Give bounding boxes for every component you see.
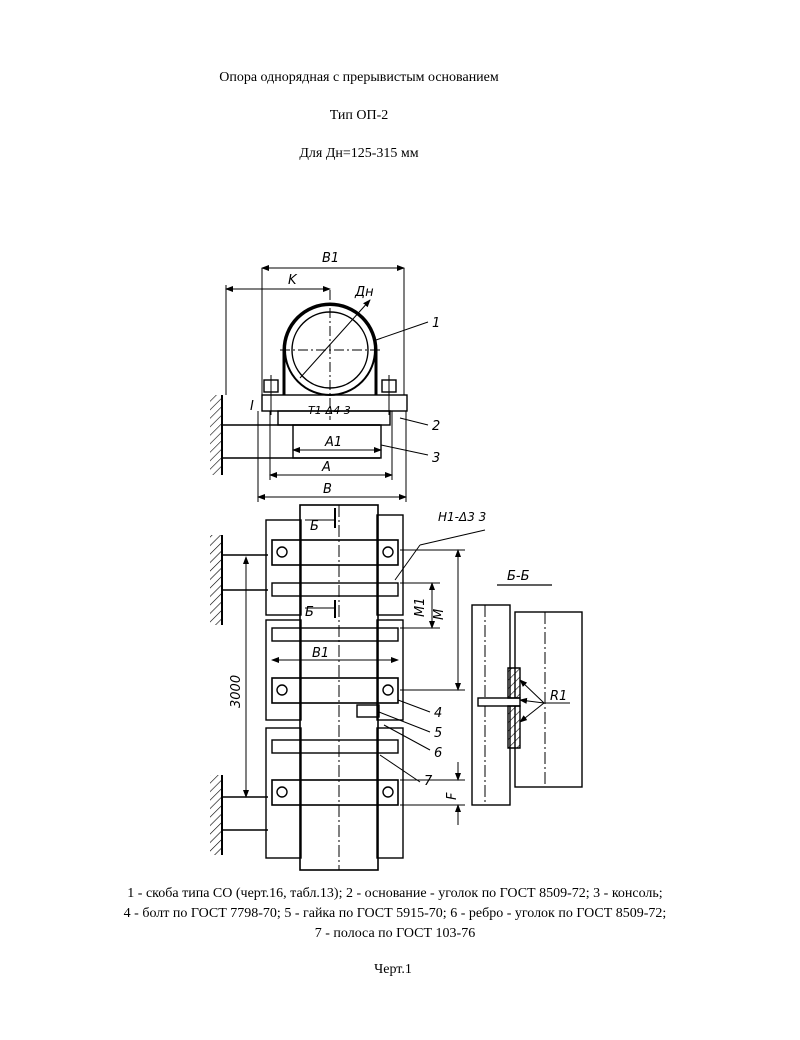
callout-5: 5 — [434, 726, 442, 741]
title-line-2: Тип ОП-2 — [329, 108, 389, 123]
edge-mark: I — [250, 399, 254, 414]
callout-6: 6 — [434, 746, 442, 761]
weld-label-t1: T1-Δ4 3 — [308, 404, 351, 417]
section-view — [471, 584, 583, 806]
callout-7: 7 — [424, 774, 433, 789]
title-line-3: Для Дн=125-315 мм — [299, 146, 419, 161]
section-view-labels: Б-Б R1 — [507, 569, 567, 704]
radius-label: R1 — [550, 689, 567, 704]
callout-1: 1 — [432, 316, 440, 331]
weld-label-h1: H1-Δ3 3 — [438, 510, 486, 524]
wall-hatch-top — [210, 395, 222, 475]
figure-caption: Черт.1 — [374, 962, 412, 977]
top-view-labels: B1 K Дн T1-Δ4 3 A1 A B I 1 2 3 — [250, 251, 440, 497]
legend-line-2: 4 - болт по ГОСТ 7798-70; 5 - гайка по Г… — [123, 906, 667, 921]
callout-4: 4 — [434, 706, 442, 721]
callout-2: 2 — [432, 419, 440, 434]
dim-label-m1: M1 — [413, 598, 428, 618]
dim-label-k: K — [288, 273, 298, 288]
title-line-1: Опора однорядная с прерывистым основание… — [219, 70, 499, 85]
legend-line-3: 7 - полоса по ГОСТ 103-76 — [314, 926, 476, 941]
legend-line-1: 1 - скоба типа СО (черт.16, табл.13); 2 … — [127, 886, 663, 901]
plan-view-labels: H1-Δ3 3 Б Б B1 M M1 3000 F 4 5 6 7 — [229, 510, 486, 800]
top-view — [210, 265, 429, 502]
section-title: Б-Б — [507, 569, 530, 584]
legend: 1 - скоба типа СО (черт.16, табл.13); 2 … — [0, 884, 790, 944]
dim-label-b1-plan: B1 — [312, 646, 329, 661]
plan-view — [210, 504, 486, 871]
dim-label-3000: 3000 — [229, 675, 244, 708]
section-mark-bottom: Б — [305, 605, 314, 620]
dim-label-a1: A1 — [324, 435, 342, 450]
dim-label-b: B — [323, 482, 332, 497]
callout-3: 3 — [432, 451, 440, 466]
dim-label-a: A — [321, 460, 331, 475]
dim-label-b1: B1 — [322, 251, 339, 266]
dim-label-f: F — [445, 792, 460, 800]
dn-leader — [299, 299, 371, 379]
dim-label-dn: Дн — [354, 285, 374, 300]
section-mark-top: Б — [310, 519, 319, 534]
dim-label-m: M — [432, 609, 447, 620]
